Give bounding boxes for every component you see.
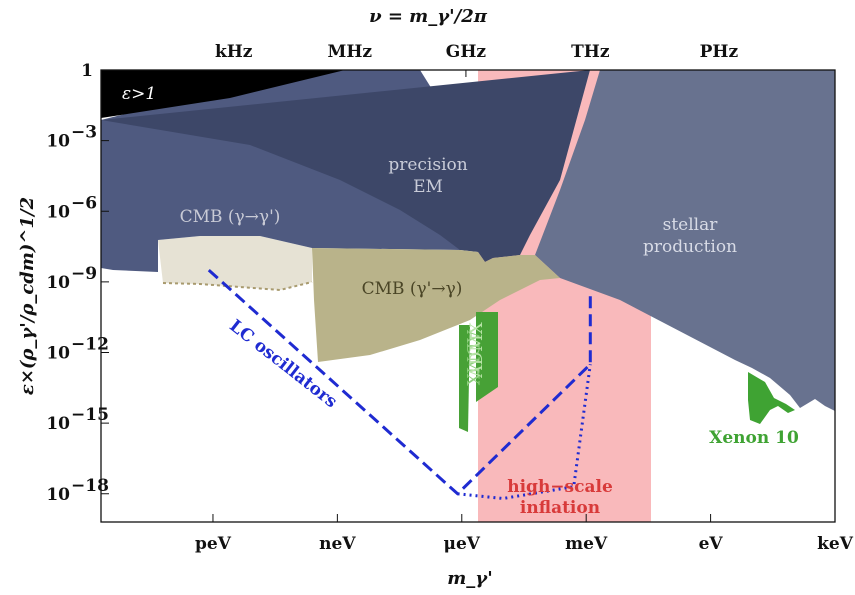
y-tick-label-4: 10 <box>46 344 70 364</box>
x-tick-label-4: eV <box>699 534 724 554</box>
region-cmb-darkphoton-to-gamma <box>312 248 560 362</box>
region-stellar-production <box>535 70 835 411</box>
y-tick-exponent-2: −6 <box>71 193 97 213</box>
region-label-admx-a: ADMX <box>462 329 482 386</box>
top-tick-label-1: MHz <box>328 42 373 62</box>
y-tick-exponent-5: −15 <box>71 405 109 425</box>
y-tick-label-2: 10 <box>46 202 70 222</box>
x-axis-title: m_γ' <box>447 568 492 589</box>
plot-frame <box>100 69 836 523</box>
y-tick-label-5: 10 <box>46 414 70 434</box>
x-tick-label-0: peV <box>195 534 232 554</box>
x-tick-label-3: meV <box>565 534 608 554</box>
region-label-xenon10: Xenon 10 <box>709 428 799 448</box>
region-cmb-gamma-to-darkphoton-shading <box>158 236 312 290</box>
top-frequency-ticks: kHz MHz GHz THz PHz <box>215 42 739 77</box>
series-line-lc-oscillators <box>207 268 592 496</box>
top-tick-label-2: GHz <box>446 42 487 62</box>
region-label-admx-b: ADMX <box>467 321 487 378</box>
x-axis-ticks: peV neV μeV meV eV keV <box>195 514 854 554</box>
y-tick-label-6: 10 <box>46 485 70 505</box>
region-precision-em <box>101 70 590 262</box>
y-tick-exponent-4: −12 <box>71 335 109 355</box>
region-label-cmb-darkphoton-to-gamma: CMB (γ'→γ) <box>362 279 463 299</box>
series-layer <box>207 268 592 500</box>
region-admx-b <box>476 312 498 402</box>
y-tick-label-1: 10 <box>46 132 70 152</box>
y-tick-label-3: 10 <box>46 273 70 293</box>
top-tick-label-4: PHz <box>700 42 739 62</box>
x-tick-label-2: μeV <box>444 534 481 554</box>
cmb-shading-boundary <box>162 281 313 292</box>
chart-title: ν = m_γ'/2π <box>369 6 488 27</box>
y-tick-label-0: 1 <box>81 61 93 81</box>
y-tick-exponent-3: −9 <box>71 264 97 284</box>
x-tick-label-1: neV <box>319 534 356 554</box>
y-tick-exponent-1: −3 <box>71 123 97 143</box>
region-label-cmb-gamma-to-darkphoton: CMB (γ→γ') <box>180 207 281 227</box>
region-label-epsilon: ε>1 <box>122 84 156 104</box>
x-tick-label-5: keV <box>817 534 854 554</box>
y-tick-exponent-6: −18 <box>71 476 109 496</box>
plot-regions <box>101 70 835 522</box>
top-tick-label-0: kHz <box>215 42 253 62</box>
top-tick-label-3: THz <box>571 42 610 62</box>
region-admx-a <box>459 325 470 432</box>
region-xenon10 <box>748 372 795 424</box>
region-epsilon-gt-1 <box>101 70 345 118</box>
y-axis-title: ε×(ρ_γ'/ρ_cdm)^1/2 <box>17 197 38 395</box>
